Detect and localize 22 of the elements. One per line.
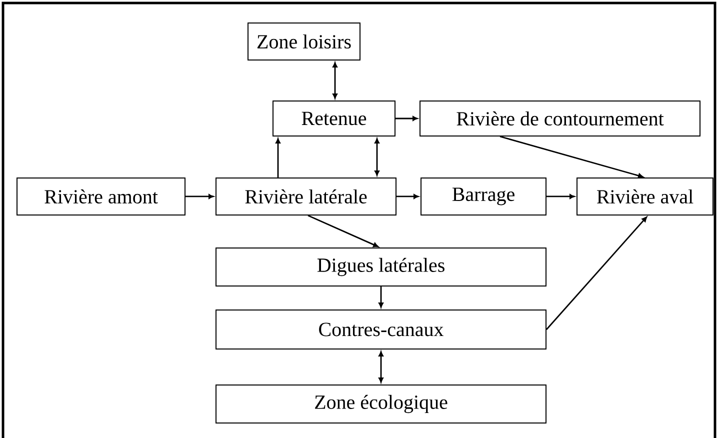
arrow <box>308 214 378 248</box>
arrow <box>396 194 419 199</box>
process-box: Digues latérales <box>216 247 546 286</box>
process-box: Barrage <box>420 178 546 216</box>
process-box: Contres-canaux <box>216 309 546 350</box>
process-box: Rivière de contournement <box>420 100 700 136</box>
process-box: Rivière aval <box>576 178 714 216</box>
arrow <box>332 62 338 99</box>
process-box: Rivière amont <box>16 178 186 216</box>
arrow <box>500 136 644 178</box>
process-box: Retenue <box>272 100 396 136</box>
arrow <box>546 216 647 330</box>
arrow <box>276 138 280 178</box>
process-box: Zone écologique <box>216 384 546 424</box>
process-box: Zone loisirs <box>248 22 360 60</box>
process-box: Rivière latérale <box>216 178 396 216</box>
arrow <box>374 138 380 176</box>
arrow <box>378 351 384 383</box>
arrow <box>186 194 214 199</box>
arrow <box>546 194 575 199</box>
arrow <box>378 286 384 308</box>
arrow <box>396 116 418 121</box>
